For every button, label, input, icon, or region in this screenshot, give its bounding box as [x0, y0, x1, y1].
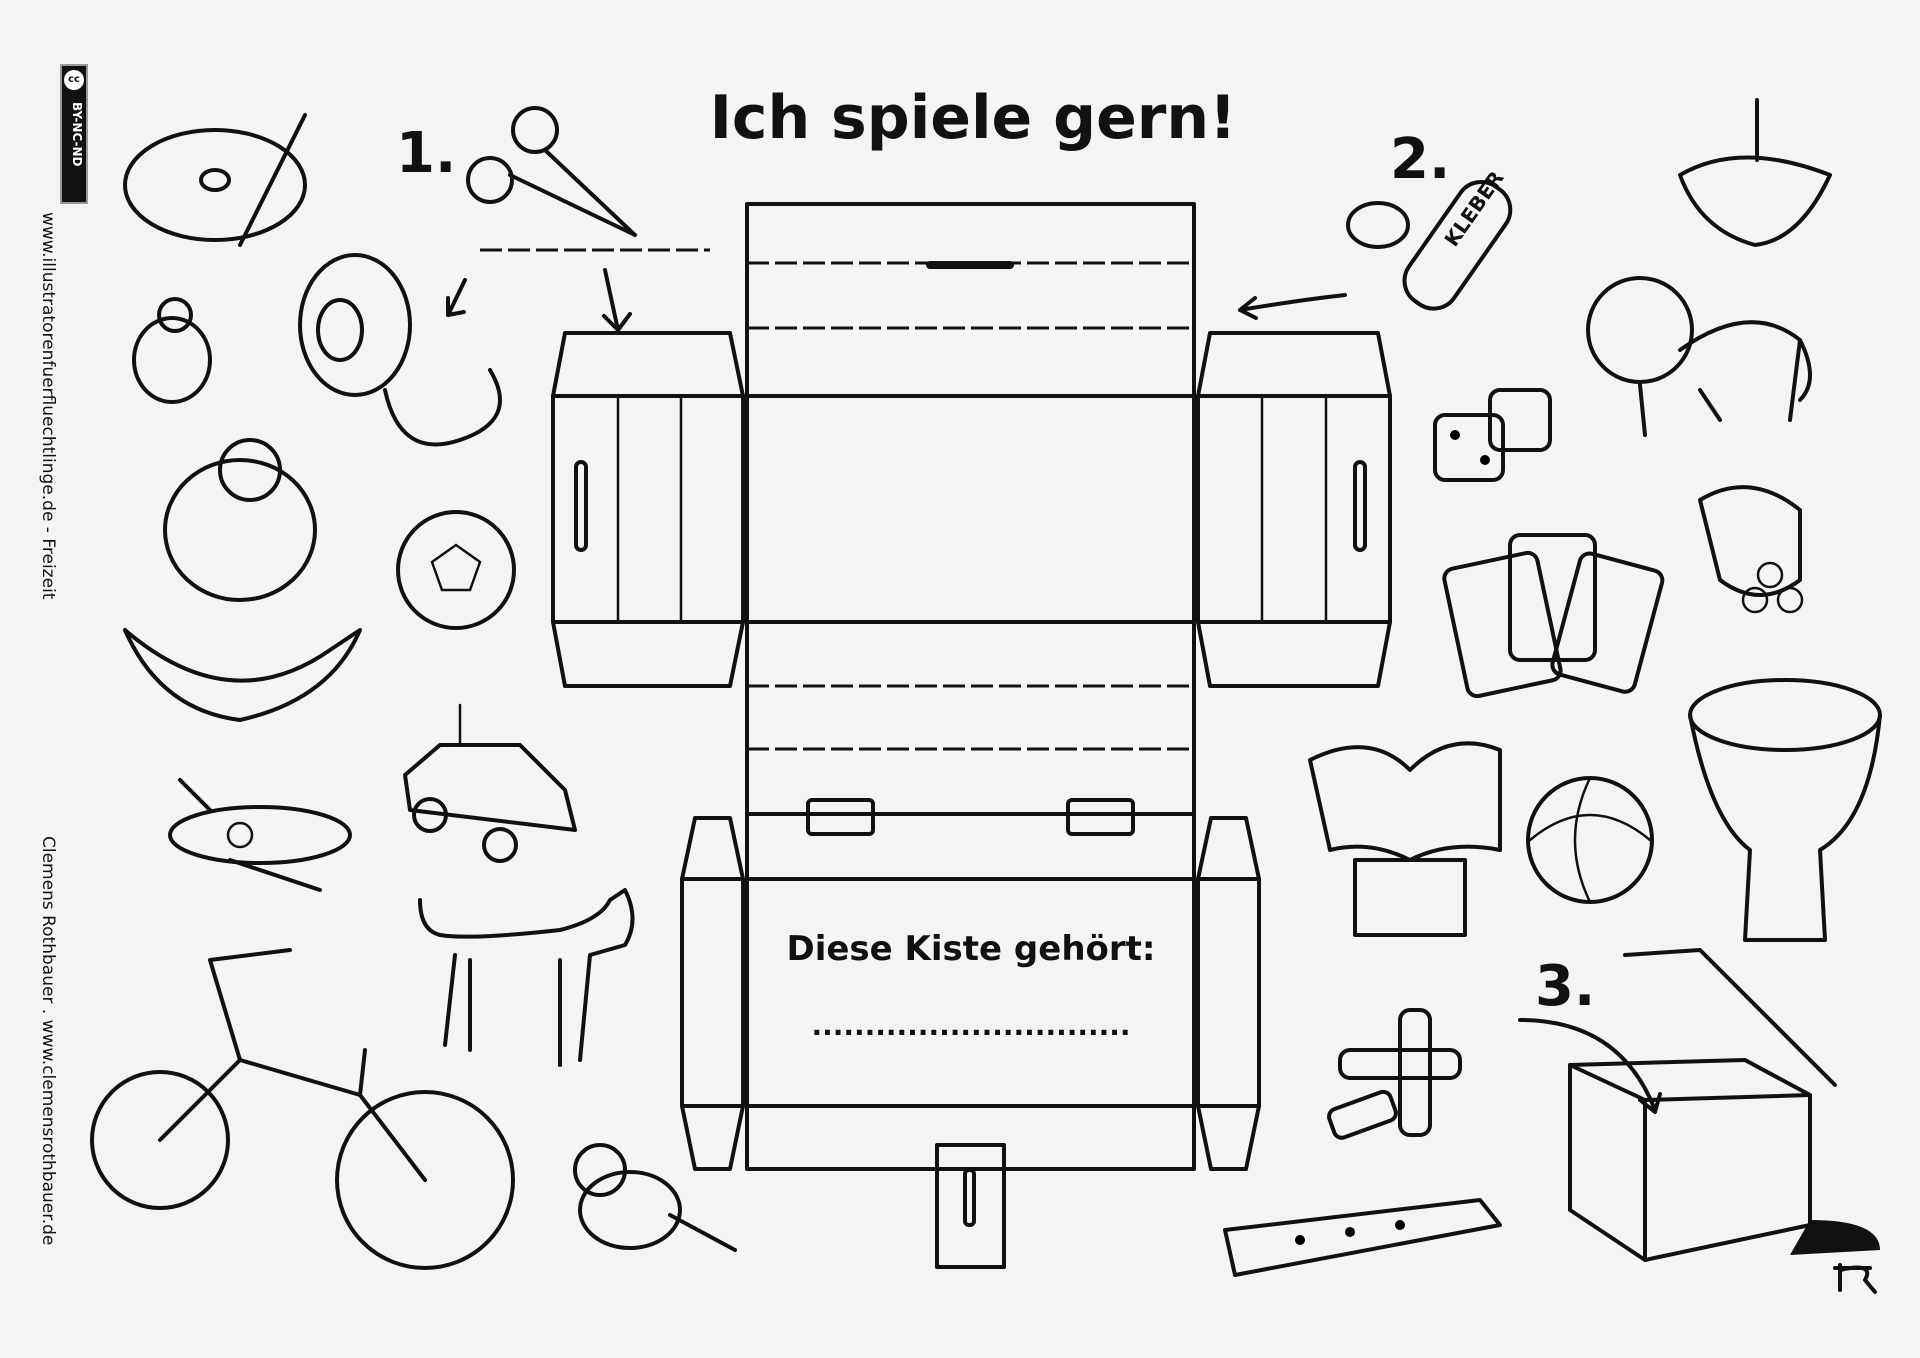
- arrow-2-icon: [1238, 293, 1347, 320]
- arrow-1b-icon: [446, 278, 467, 317]
- yoyo-icon: [298, 253, 502, 447]
- playing-cards-icon: [1442, 533, 1665, 699]
- clasp-tab: [935, 1143, 1006, 1269]
- beach-ball-icon: [1526, 776, 1654, 904]
- license-badge: cc BY-NC-ND: [60, 64, 88, 204]
- drum-icon: [1688, 678, 1882, 942]
- creative-commons-icon: cc: [64, 70, 84, 90]
- lion-icon: [1586, 276, 1812, 437]
- latch-left: [806, 798, 875, 836]
- books-icon: [1308, 741, 1502, 937]
- box-net: [551, 202, 1392, 1269]
- toy-car-icon: [403, 703, 577, 863]
- step-2: 2.: [1390, 127, 1450, 192]
- scissors-icon: [466, 106, 637, 237]
- bicycle-icon: [90, 948, 515, 1270]
- donkey-icon: [418, 888, 635, 1067]
- airplane-icon: [168, 778, 352, 892]
- step-1: 1.: [396, 121, 456, 186]
- step-3: 3.: [1535, 954, 1595, 1019]
- pencils-icon: [1327, 1008, 1462, 1140]
- palette-icon: [123, 113, 307, 247]
- soccer-ball-icon: [396, 510, 516, 630]
- latch-right: [1066, 798, 1135, 836]
- dice-icon: [1433, 388, 1552, 482]
- treasure-chest-icon: [1568, 948, 1880, 1262]
- bird-icon: [573, 1143, 737, 1252]
- spinning-top-icon: [1678, 98, 1832, 247]
- recorder-flute-icon: [1223, 1198, 1502, 1277]
- box-owner-label: Diese Kiste gehört:: [786, 929, 1155, 969]
- page-title: Ich spiele gern!: [710, 83, 1237, 153]
- arrow-1-icon: [602, 268, 632, 332]
- name-line: ..............................: [811, 1009, 1130, 1042]
- artist-signature-icon: [1833, 1263, 1877, 1294]
- ring-icon: [132, 297, 212, 404]
- genie-lamp-icon: [123, 438, 362, 722]
- marble-bag-icon: [1698, 485, 1804, 614]
